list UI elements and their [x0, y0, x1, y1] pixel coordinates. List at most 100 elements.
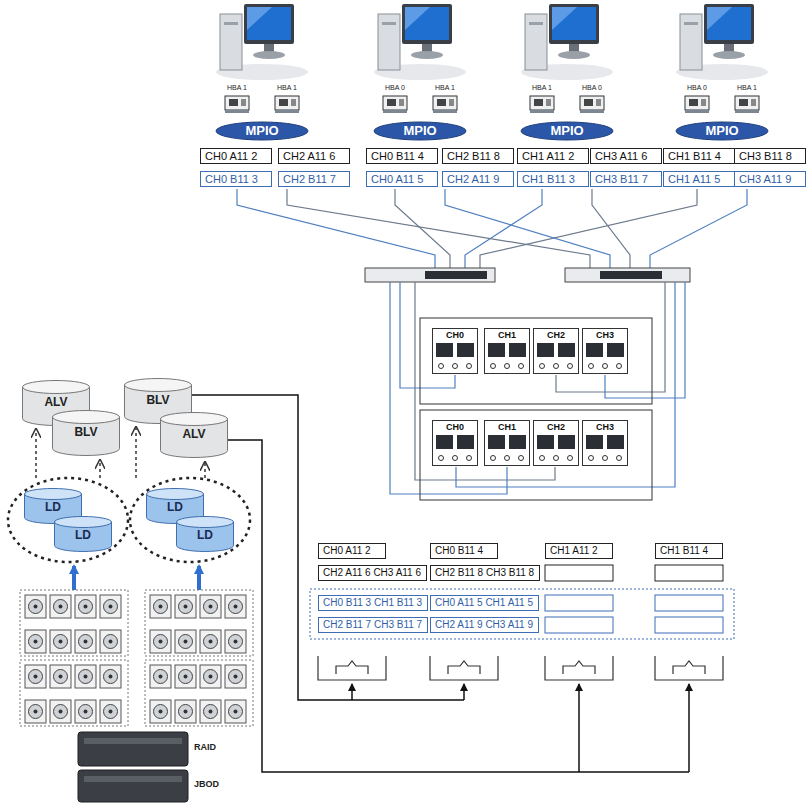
- node-text: ALV: [182, 427, 205, 441]
- group-ellipse: [130, 478, 250, 562]
- node-text: CH1: [498, 330, 516, 341]
- node-text: BLV: [74, 425, 97, 439]
- cylinder-top: [25, 489, 82, 500]
- hba-card: [735, 96, 759, 113]
- node-text: CH2: [547, 330, 565, 341]
- disk-group: [145, 590, 253, 656]
- hba-card: [275, 96, 299, 113]
- node-text: CH3 A11 9: [739, 172, 791, 186]
- node-text: CH0 B11 4: [435, 544, 483, 558]
- lun-map-box: CH1 B11 3: [517, 171, 589, 187]
- fc-cable: [605, 282, 685, 398]
- node-text: CH0 A11 5: [371, 172, 423, 186]
- raid-controller: [420, 318, 652, 404]
- node-text: CH0: [446, 422, 464, 433]
- lun-map-box: CH2 A11 9: [442, 171, 514, 187]
- raid-controller: [420, 410, 652, 500]
- fc-switch: [365, 268, 495, 282]
- node-text: CH2 A11 6 CH3 A11 6: [323, 566, 421, 580]
- disk-group: [145, 660, 253, 726]
- dotted-arrow: [35, 430, 37, 478]
- lun-map-box: CH3 A11 9: [734, 171, 806, 187]
- lun-map-box: CH2 B11 8 CH3 B11 8: [430, 565, 540, 581]
- lun-map-box: CH1 A11 2: [517, 148, 589, 164]
- fc-cable: [556, 282, 665, 392]
- node-text: CH2 B11 7 CH3 B11 7: [323, 618, 422, 632]
- lun-map-box: CH0 B11 4: [366, 148, 438, 164]
- fc-cable: [395, 189, 450, 268]
- mpio-ellipse-shape: [374, 122, 466, 140]
- disk-grid: [24, 594, 124, 654]
- cylinder-top: [177, 517, 234, 528]
- controller-channel: CH1: [484, 420, 530, 466]
- host-port-tray: [655, 656, 723, 680]
- hba-label: HBA 1: [731, 84, 763, 91]
- group-ellipse: [8, 478, 128, 562]
- node-text: CH3 A11 6: [595, 149, 647, 163]
- disk-grid: [149, 664, 249, 724]
- lun-map-box: CH2 B11 7: [278, 171, 350, 187]
- node-text: MPIO: [403, 121, 436, 141]
- node-text: CH0 B11 3: [205, 172, 258, 186]
- controller-module: [586, 343, 624, 369]
- controller-channel: CH2: [533, 420, 579, 466]
- cylinder-top: [125, 379, 192, 392]
- empty-slot: [545, 617, 613, 633]
- lun-map-box: CH2 A11 6 CH3 A11 6: [318, 565, 427, 581]
- fc-cable: [445, 189, 610, 268]
- mpio-ellipse-shape: [216, 122, 308, 140]
- hba-card: [580, 96, 604, 113]
- enclosure-bay: [84, 776, 182, 782]
- node-text: CH1 A11 5: [668, 172, 720, 186]
- node-text: CH1 A11 2: [550, 544, 598, 558]
- fc-cable: [390, 282, 507, 494]
- node-text: CH0 B11 3 CH1 B11 3: [323, 596, 422, 610]
- controller-module: [436, 435, 474, 461]
- mpio-ellipse: MPIO: [215, 121, 309, 141]
- node-text: CH1 B11 4: [668, 149, 721, 163]
- controller-channel: CH0: [432, 328, 478, 374]
- mpio-ellipse: MPIO: [520, 121, 614, 141]
- node-text: LD: [45, 500, 61, 514]
- disk-group: [20, 590, 128, 656]
- mapping-arrow: [351, 684, 353, 700]
- cylinder-top: [23, 381, 90, 394]
- mpio-ellipse-shape: [521, 122, 613, 140]
- hba-card: [383, 96, 407, 113]
- logical-volume: BLV: [52, 410, 120, 456]
- node-text: CH2 B11 7: [283, 172, 336, 186]
- disk-grid: [149, 594, 249, 654]
- node-text: CH3 B11 7: [595, 172, 648, 186]
- dotted-arrow: [99, 461, 101, 478]
- controller-module: [488, 435, 526, 461]
- node-text: CH1 B11 4: [660, 544, 708, 558]
- node-text: CH3: [596, 422, 614, 433]
- fc-cable: [650, 189, 747, 268]
- logical-drive: LD: [176, 516, 234, 552]
- fc-cable: [465, 189, 542, 268]
- computer-icon: [521, 4, 613, 80]
- hba-label: HBA 1: [429, 84, 461, 91]
- enclosure-label: JBOD: [194, 779, 234, 789]
- lun-map-box: CH1 B11 4: [655, 543, 723, 559]
- node-text: CH1 B11 3: [522, 172, 575, 186]
- mpio-ellipse: MPIO: [373, 121, 467, 141]
- tray-notch: [448, 661, 480, 674]
- empty-slot: [545, 595, 613, 611]
- node-text: CH2 A11 6: [283, 149, 335, 163]
- node-text: MPIO: [245, 121, 278, 141]
- lun-map-box: CH1 A11 5: [663, 171, 735, 187]
- node-text: CH0 A11 5 CH1 A11 5: [435, 596, 533, 610]
- lun-map-box: CH0 A11 5 CH1 A11 5: [430, 595, 539, 611]
- hba-label: HBA 1: [271, 84, 303, 91]
- controller-channel: CH3: [582, 328, 628, 374]
- logical-volume: ALV: [160, 412, 228, 458]
- dotted-arrow: [204, 463, 206, 478]
- empty-slot: [655, 595, 723, 611]
- controller-channel: CH3: [582, 420, 628, 466]
- node-text: CH2 B11 8 CH3 B11 8: [435, 566, 534, 580]
- switch-ports: [600, 271, 662, 279]
- host-port-tray: [545, 656, 613, 680]
- node-text: MPIO: [550, 121, 583, 141]
- cylinder-top: [55, 517, 112, 528]
